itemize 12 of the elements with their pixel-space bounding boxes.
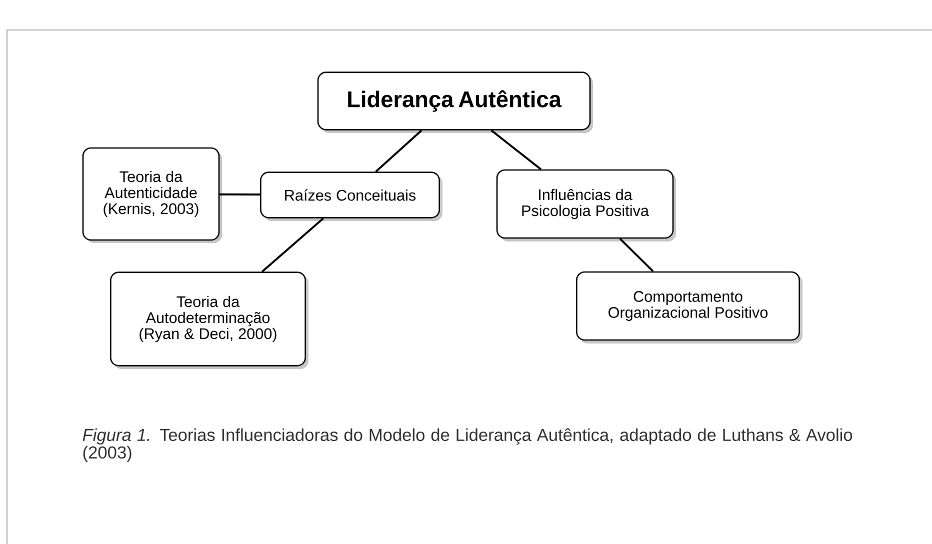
- concept-box: Teoria da Autenticidade (Kernis, 2003): [82, 147, 222, 243]
- concept-box: Raízes Conceituais: [260, 172, 442, 221]
- connector-line: [375, 130, 422, 172]
- connector-line: [490, 130, 542, 170]
- connector-line: [220, 193, 260, 196]
- concept-box: Comportamento Organizacional Positivo: [576, 271, 802, 344]
- concept-box: Teoria da Autodeterminação (Ryan & Deci, 2000): [110, 272, 308, 369]
- concept-box: Influências da Psicologia Positiva: [496, 169, 676, 242]
- figure-caption: Figura 1. Teorias Influenciadoras do Modelo de Liderança Autêntica, adaptado de Luthans & Avolio (2003): [82, 428, 852, 462]
- connector-line: [262, 218, 324, 272]
- connector-line: [619, 238, 654, 272]
- concept-box: Liderança Autêntica: [317, 72, 593, 133]
